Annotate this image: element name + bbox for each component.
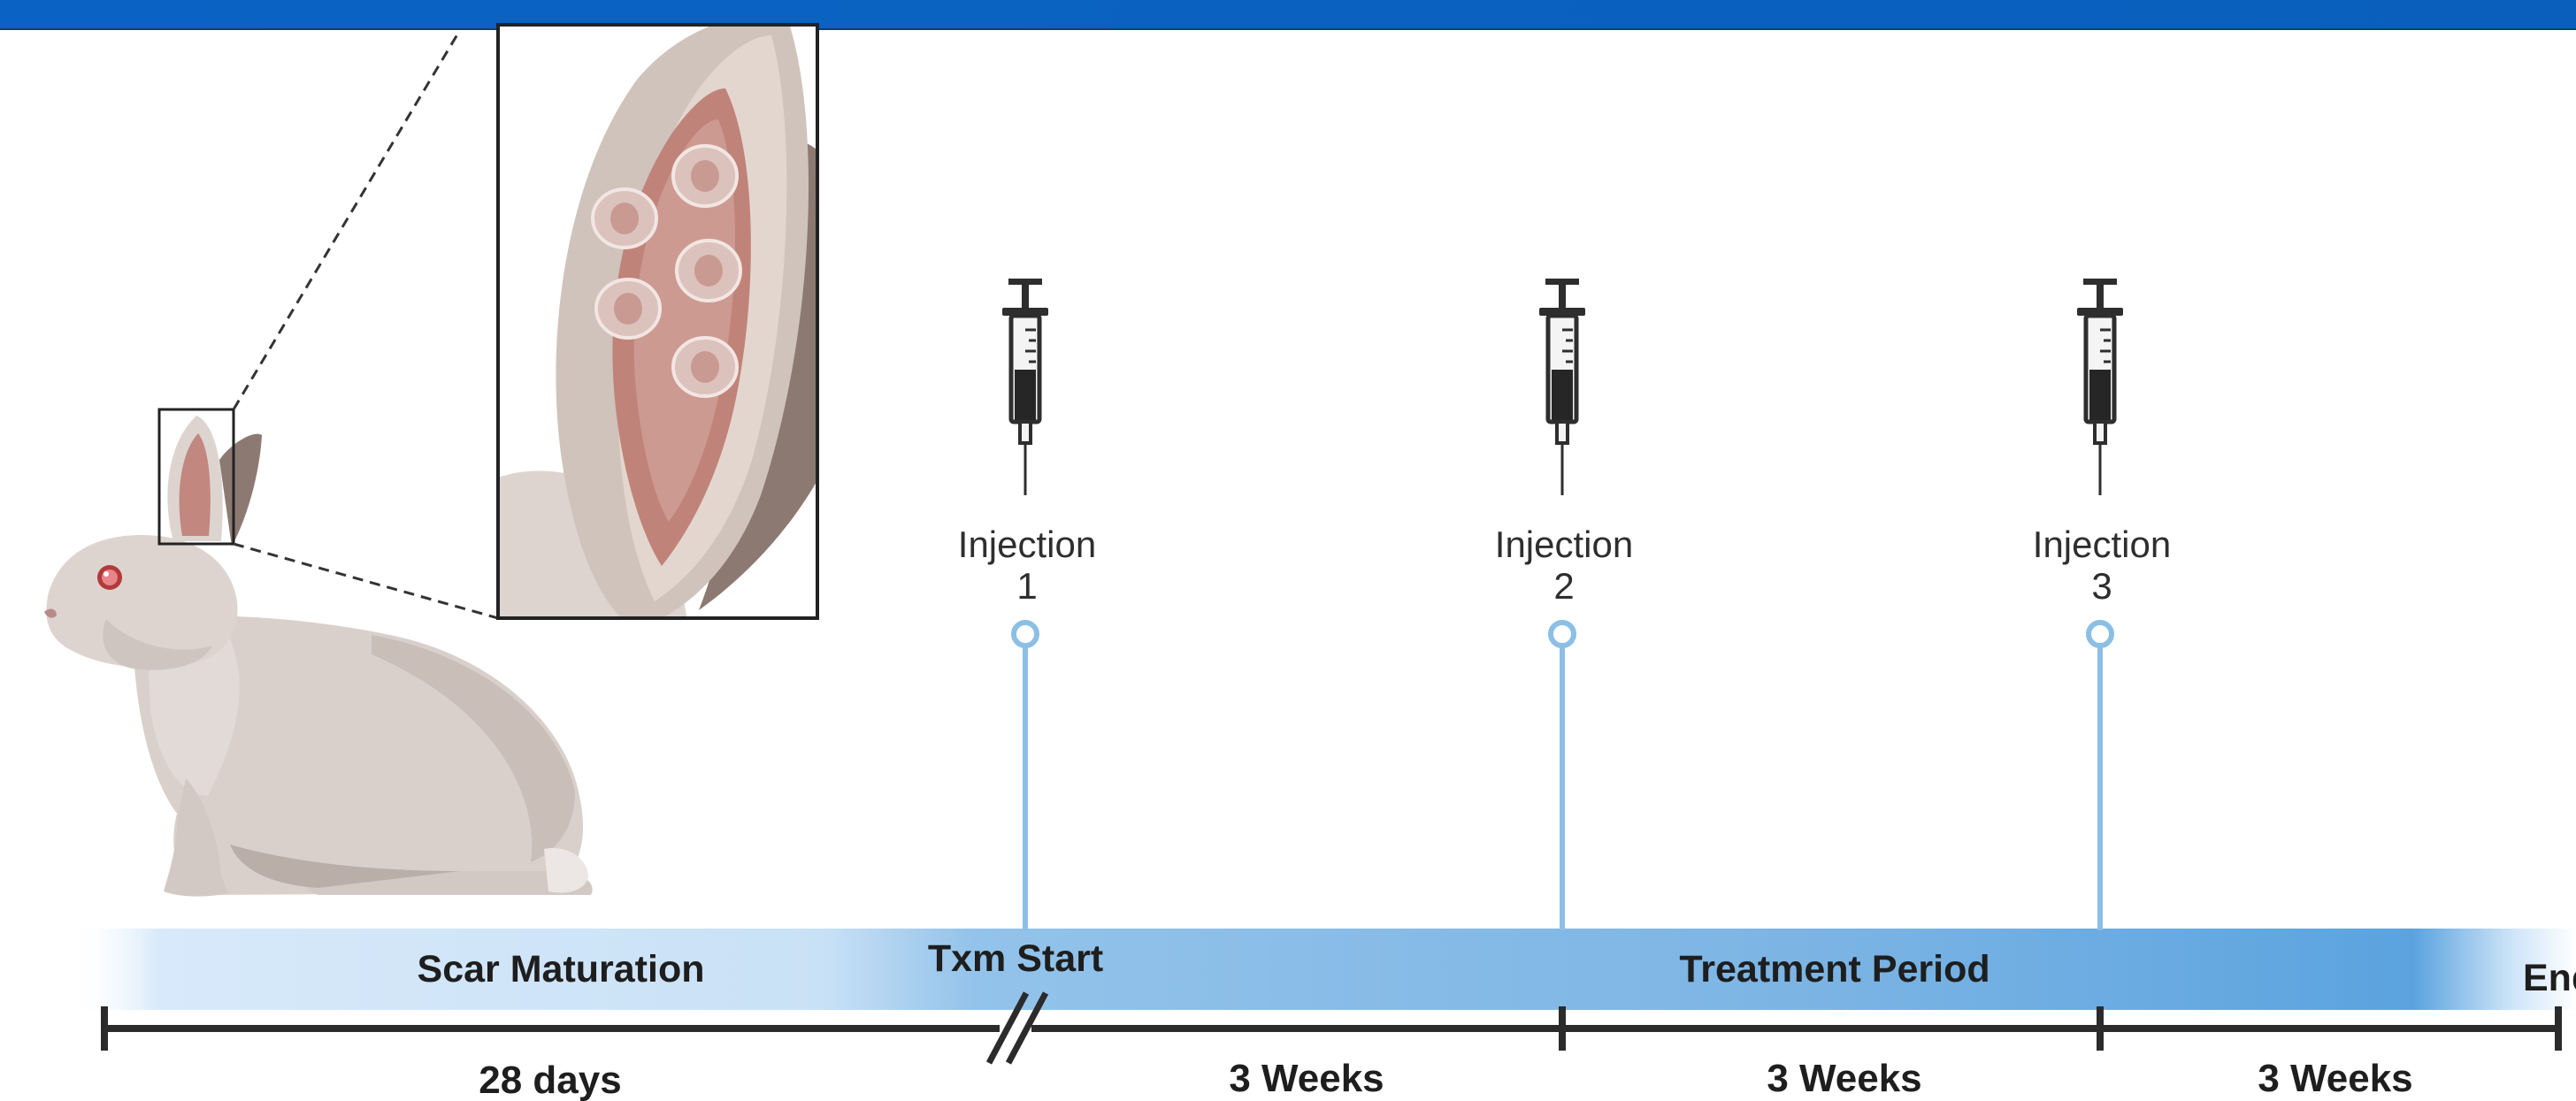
phase-label-end: End <box>2523 957 2576 999</box>
duration-label-second: 3 Weeks <box>1229 1057 1384 1100</box>
injection-3-label: Injection <box>2033 524 2171 565</box>
injection-1-label: Injection <box>958 524 1096 565</box>
top-bar <box>0 0 2576 28</box>
duration-label-third: 3 Weeks <box>1767 1057 1921 1100</box>
injection-2-label: Injection <box>1495 524 1633 565</box>
injection-1-number: 1 <box>1016 565 1037 607</box>
duration-label-first: 28 days <box>479 1059 621 1101</box>
injection-3-number: 3 <box>2091 565 2112 607</box>
syringe-icon <box>1002 279 1048 495</box>
phase-label-txm-start: Txm Start <box>928 937 1103 980</box>
injection-stem-1 <box>1014 623 1037 930</box>
phase-label-scar-maturation: Scar Maturation <box>418 948 705 990</box>
duration-label-fourth: 3 Weeks <box>2258 1057 2412 1100</box>
injection-stem-2 <box>1551 623 1574 930</box>
syringe-icon <box>1539 279 1585 495</box>
injection-stem-3 <box>2089 623 2112 930</box>
timeline-axis <box>104 1006 2558 1051</box>
syringe-icon <box>2077 279 2123 495</box>
phase-label-treatment-period: Treatment Period <box>1679 948 1990 990</box>
ear-wound-inset-icon <box>498 16 859 637</box>
injection-2-number: 2 <box>1553 565 1574 607</box>
zoom-connector <box>234 30 498 618</box>
